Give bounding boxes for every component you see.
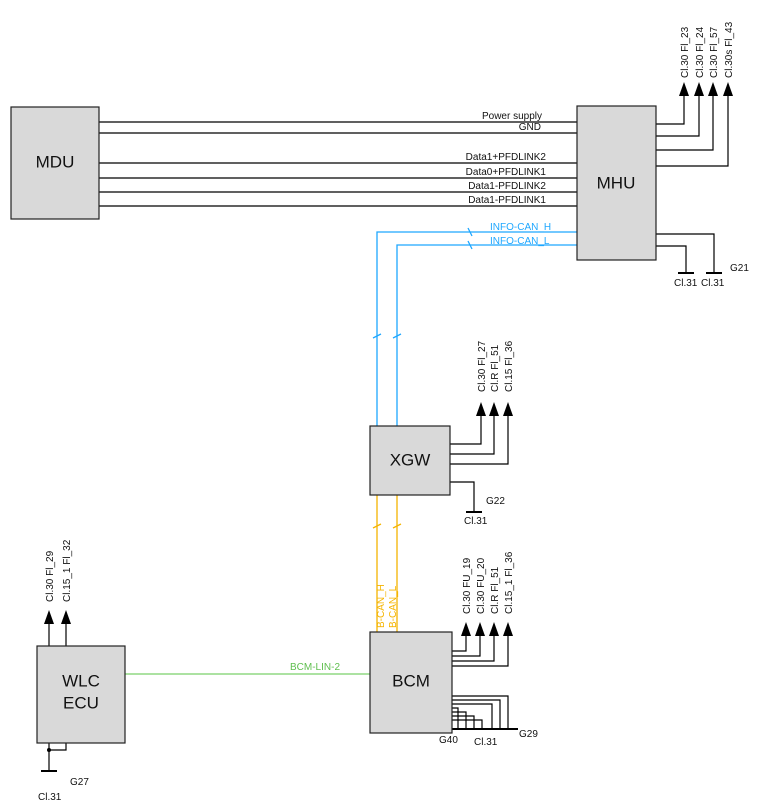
bcm-ground: G40 Cl.31 G29 <box>439 695 538 748</box>
arrow-icon <box>44 610 54 624</box>
arrow-icon <box>679 82 689 96</box>
mhu-power-label-3: Cl.30 Fl_57 <box>709 26 720 78</box>
info-can-h-label: INFO-CAN_H <box>490 222 551 233</box>
mhu-power-label-4: Cl.30s Fl_43 <box>724 21 735 78</box>
b-can-l-label: B-CAN_L <box>388 585 399 628</box>
bcm-power-feeds: Cl.30 FU_19 Cl.30 FU_20 Cl.R Fl_51 Cl.15… <box>452 551 515 667</box>
arrow-icon <box>61 610 71 624</box>
bcm-label: BCM <box>392 671 430 690</box>
bcm-ground-terminal: Cl.31 <box>474 737 498 748</box>
b-can-h-label: B-CAN_H <box>376 584 387 628</box>
arrow-icon <box>723 82 733 96</box>
mhu-label: MHU <box>597 173 636 192</box>
wire-label-gnd: GND <box>519 122 541 133</box>
info-can-l-label: INFO-CAN_L <box>490 236 550 247</box>
bcm-power-label-2: Cl.30 FU_20 <box>476 557 487 614</box>
b-can-bus: B-CAN_H B-CAN_L <box>372 495 402 632</box>
arrow-icon <box>489 622 499 636</box>
wlc-power-feeds: Cl.30 Fl_29 Cl.15_1 Fl_32 <box>44 539 73 646</box>
mhu-power-feeds: Cl.30 Fl_23 Cl.30 Fl_24 Cl.30 Fl_57 Cl.3… <box>656 21 735 167</box>
arrow-icon <box>503 622 513 636</box>
xgw-ground-point: G22 <box>486 496 505 507</box>
bcm-power-label-1: Cl.30 FU_19 <box>462 557 473 614</box>
bcm-lin-bus: BCM-LIN-2 <box>125 662 370 675</box>
wlc-ground-point: G27 <box>70 777 89 788</box>
wlc-label-line2: ECU <box>63 693 99 712</box>
mdu-mhu-harness: Power supply GND Data1+PFDLINK2 Data0+PF… <box>99 111 577 207</box>
xgw-power-feeds: Cl.30 Fl_27 Cl.R Fl_51 Cl.15 Fl_36 <box>450 340 515 465</box>
arrow-icon <box>503 402 513 416</box>
mhu-power-label-2: Cl.30 Fl_24 <box>695 26 706 78</box>
wlc-label-line1: WLC <box>62 671 100 690</box>
mhu-power-label-1: Cl.30 Fl_23 <box>680 26 691 78</box>
mdu-module: MDU <box>10 106 100 220</box>
bcm-power-label-3: Cl.R Fl_51 <box>490 566 501 614</box>
wire-label-data0-plus-pfdlink1: Data0+PFDLINK1 <box>466 167 547 178</box>
wire-label-power-supply: Power supply <box>482 111 542 122</box>
xgw-ground-terminal: Cl.31 <box>464 516 488 527</box>
wlc-ground-terminal: Cl.31 <box>38 792 62 803</box>
wire-label-data1-minus-pfdlink1: Data1-PFDLINK1 <box>468 195 546 206</box>
bcm-module: BCM <box>369 631 453 734</box>
bcm-ground-point-right: G29 <box>519 729 538 740</box>
wire-label-data1-plus-pfdlink2: Data1+PFDLINK2 <box>466 152 547 163</box>
mhu-ground-terminal-right: Cl.31 <box>701 278 725 289</box>
xgw-module: XGW <box>369 425 451 496</box>
wire-label-data1-minus-pfdlink2: Data1-PFDLINK2 <box>468 181 546 192</box>
mhu-module: MHU <box>576 105 657 261</box>
bcm-ground-point-left: G40 <box>439 735 458 746</box>
arrow-icon <box>476 402 486 416</box>
bcm-lin-2-label: BCM-LIN-2 <box>290 662 340 673</box>
mhu-ground-point: G21 <box>730 263 749 274</box>
xgw-ground: Cl.31 G22 <box>450 481 505 527</box>
arrow-icon <box>694 82 704 96</box>
xgw-label: XGW <box>390 450 431 469</box>
arrow-icon <box>489 402 499 416</box>
arrow-icon <box>461 622 471 636</box>
wlc-power-label-1: Cl.30 Fl_29 <box>45 550 56 602</box>
arrow-icon <box>475 622 485 636</box>
mhu-ground-terminal-left: Cl.31 <box>674 278 698 289</box>
xgw-power-label-1: Cl.30 Fl_27 <box>477 340 488 392</box>
arrow-icon <box>708 82 718 96</box>
wlc-ground: Cl.31 G27 <box>38 743 89 803</box>
mdu-label: MDU <box>36 152 75 171</box>
xgw-power-label-3: Cl.15 Fl_36 <box>504 340 515 392</box>
wlc-ecu-module: WLC ECU <box>36 645 126 744</box>
info-can-bus: INFO-CAN_H INFO-CAN_L <box>372 222 577 426</box>
bcm-power-label-4: Cl.15_1 Fl_36 <box>504 551 515 614</box>
mhu-ground: Cl.31 Cl.31 G21 <box>656 233 749 289</box>
xgw-power-label-2: Cl.R Fl_51 <box>490 344 501 392</box>
wlc-power-label-2: Cl.15_1 Fl_32 <box>62 539 73 602</box>
